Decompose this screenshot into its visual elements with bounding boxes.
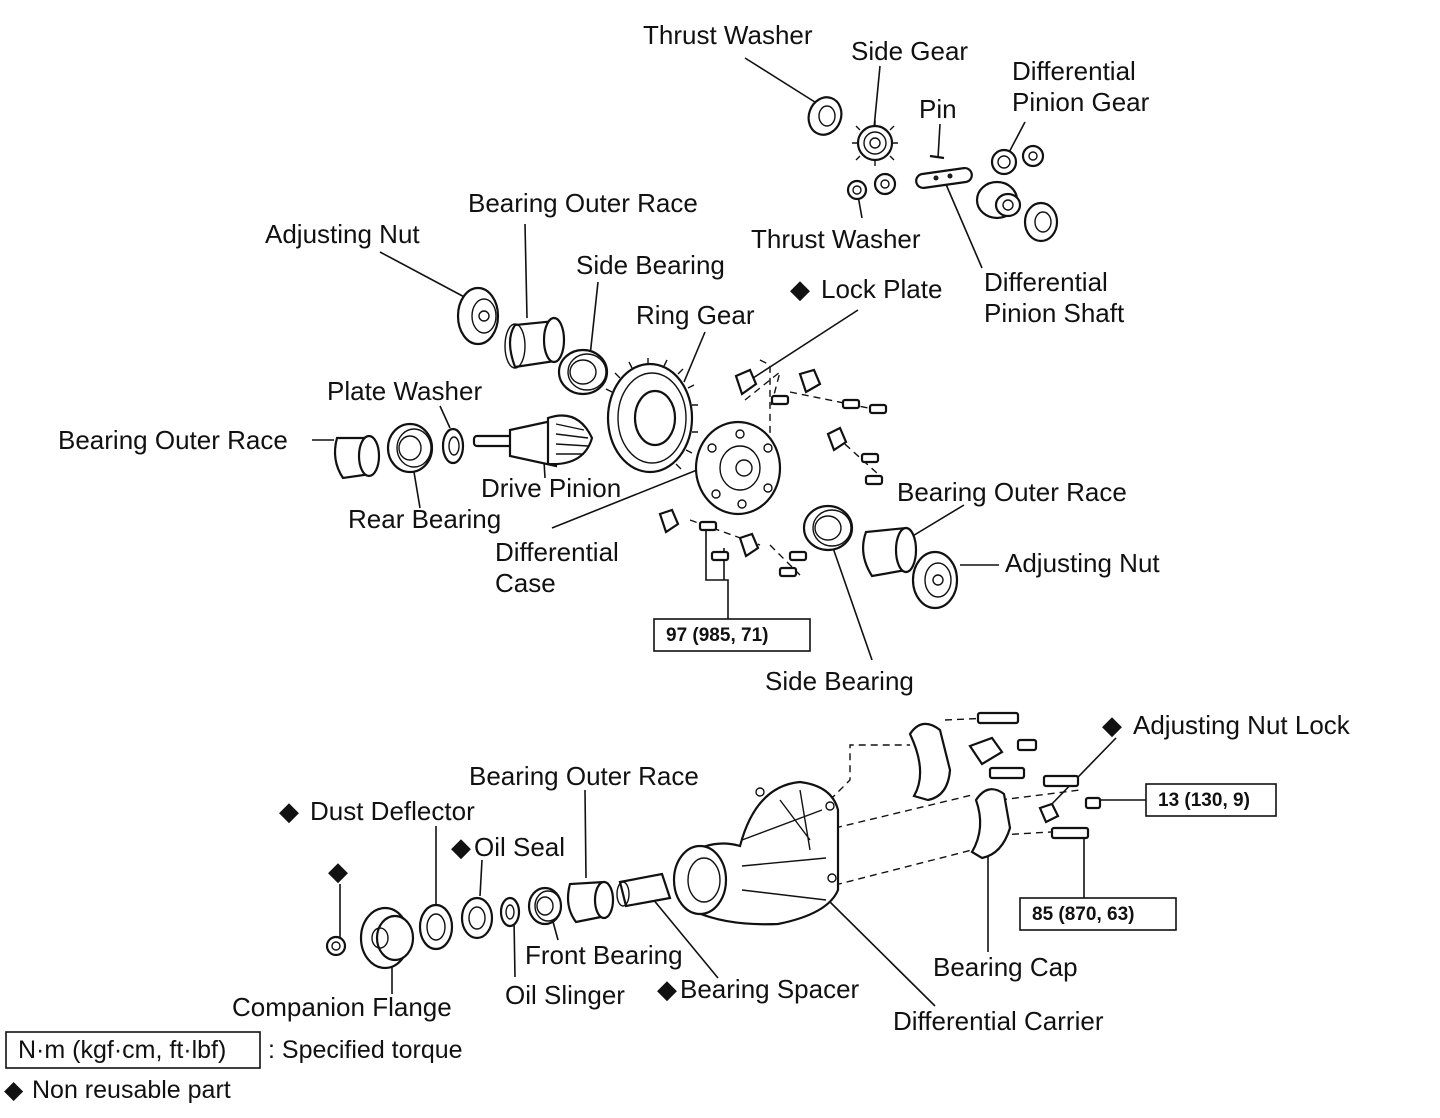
label-bearing-outer-race-right: Bearing Outer Race bbox=[897, 477, 1127, 507]
differential-pinion-shaft-part bbox=[915, 166, 973, 190]
label-diff-pinion-shaft-line1: Differential bbox=[984, 267, 1108, 297]
drive-pinion-part bbox=[472, 414, 594, 468]
legend-nonreusable-description: Non reusable part bbox=[32, 1076, 231, 1104]
label-thrust-washer-top: Thrust Washer bbox=[643, 20, 813, 50]
legend-torque-box bbox=[5, 1031, 261, 1069]
legend-torque-units: N·m (kgf·cm, ft·lbf) bbox=[18, 1036, 226, 1064]
side-gear-right-part bbox=[975, 180, 1059, 243]
non-reusable-mark-adjusting-nut-lock: ◆ bbox=[1102, 710, 1122, 740]
label-oil-slinger: Oil Slinger bbox=[505, 980, 625, 1010]
label-adjusting-nut-lock: Adjusting Nut Lock bbox=[1133, 710, 1351, 740]
differential-pinion-gear-part bbox=[990, 144, 1045, 176]
front-bearing-part bbox=[527, 886, 563, 926]
label-differential-carrier: Differential Carrier bbox=[893, 1006, 1104, 1036]
differential-case-part bbox=[694, 420, 782, 516]
oil-slinger-part bbox=[499, 896, 521, 928]
bearing-cap-bolts-part bbox=[976, 711, 1102, 840]
label-bearing-outer-race-lower: Bearing Outer Race bbox=[469, 761, 699, 791]
label-drive-pinion: Drive Pinion bbox=[481, 473, 621, 503]
bearing-outer-race-top-part bbox=[504, 316, 566, 369]
label-diff-pinion-gear-line2: Pinion Gear bbox=[1012, 87, 1150, 117]
label-dust-deflector: Dust Deflector bbox=[310, 796, 475, 826]
dust-deflector-part bbox=[418, 903, 454, 951]
label-differential-case-line2: Case bbox=[495, 568, 556, 598]
label-bearing-outer-race-top: Bearing Outer Race bbox=[468, 188, 698, 218]
torque-value-adjusting-nut-lock: 13 (130, 9) bbox=[1158, 790, 1250, 811]
label-bearing-outer-race-left: Bearing Outer Race bbox=[58, 425, 288, 455]
non-reusable-mark-companion-nut: ◆ bbox=[328, 856, 348, 886]
companion-flange-part bbox=[325, 906, 415, 970]
side-bearing-bottom-part bbox=[802, 504, 854, 552]
bearing-spacer-part bbox=[616, 872, 672, 908]
thrust-washer-top-part bbox=[807, 96, 843, 136]
legend-torque-description: : Specified torque bbox=[268, 1036, 463, 1064]
label-adjusting-nut-right: Adjusting Nut bbox=[1005, 548, 1160, 578]
plate-washer-part bbox=[441, 427, 465, 465]
thrust-washer-mid-part bbox=[846, 172, 897, 201]
label-companion-flange: Companion Flange bbox=[232, 992, 452, 1022]
legend-nonreusable-symbol: ◆ bbox=[4, 1076, 24, 1104]
label-side-bearing-bottom: Side Bearing bbox=[765, 666, 914, 696]
label-front-bearing: Front Bearing bbox=[525, 940, 683, 970]
bearing-outer-race-left-part bbox=[333, 434, 381, 480]
label-diff-pinion-shaft-line2: Pinion Shaft bbox=[984, 298, 1125, 328]
torque-box-bearing-cap: 85 (870, 63) bbox=[1019, 897, 1177, 931]
adjusting-nut-right-part bbox=[911, 550, 959, 610]
label-thrust-washer-mid: Thrust Washer bbox=[751, 224, 921, 254]
pin-part bbox=[929, 154, 945, 160]
adjusting-nut-left-part bbox=[456, 286, 500, 346]
label-ring-gear: Ring Gear bbox=[636, 300, 755, 330]
label-side-bearing-top: Side Bearing bbox=[576, 250, 725, 280]
side-gear-part bbox=[852, 120, 898, 166]
non-reusable-mark-lock-plate: ◆ bbox=[790, 274, 810, 304]
side-bearing-top-part bbox=[557, 348, 609, 396]
bearing-cap-part bbox=[908, 722, 1012, 860]
label-side-gear: Side Gear bbox=[851, 36, 968, 66]
bearing-outer-race-lower-part bbox=[566, 880, 615, 924]
legend: N·m (kgf·cm, ft·lbf) : Specified torque … bbox=[4, 1031, 463, 1104]
torque-box-adjusting-nut-lock: 13 (130, 9) bbox=[1145, 783, 1277, 817]
torque-value-ring-gear-bolts: 97 (985, 71) bbox=[666, 625, 768, 646]
label-oil-seal: Oil Seal bbox=[474, 832, 565, 862]
label-bearing-cap: Bearing Cap bbox=[933, 952, 1078, 982]
bearing-outer-race-right-part bbox=[861, 526, 918, 578]
lock-plate-bolts-part bbox=[658, 368, 888, 578]
label-bearing-spacer: Bearing Spacer bbox=[680, 974, 860, 1004]
non-reusable-mark-dust-deflector: ◆ bbox=[279, 796, 299, 826]
label-plate-washer: Plate Washer bbox=[327, 376, 482, 406]
ring-gear-part bbox=[605, 358, 698, 474]
label-adjusting-nut-left: Adjusting Nut bbox=[265, 219, 420, 249]
torque-value-bearing-cap: 85 (870, 63) bbox=[1032, 904, 1134, 925]
torque-box-ring-gear-bolts: 97 (985, 71) bbox=[653, 618, 811, 652]
label-differential-case-line1: Differential bbox=[495, 537, 619, 567]
label-pin: Pin bbox=[919, 94, 957, 124]
label-diff-pinion-gear-line1: Differential bbox=[1012, 56, 1136, 86]
oil-seal-part bbox=[460, 896, 494, 940]
rear-bearing-part bbox=[386, 422, 434, 474]
non-reusable-mark-bearing-spacer: ◆ bbox=[657, 974, 677, 1004]
non-reusable-mark-oil-seal: ◆ bbox=[451, 832, 471, 862]
label-lock-plate: Lock Plate bbox=[821, 274, 942, 304]
differential-carrier-part bbox=[672, 780, 840, 926]
label-rear-bearing: Rear Bearing bbox=[348, 504, 501, 534]
